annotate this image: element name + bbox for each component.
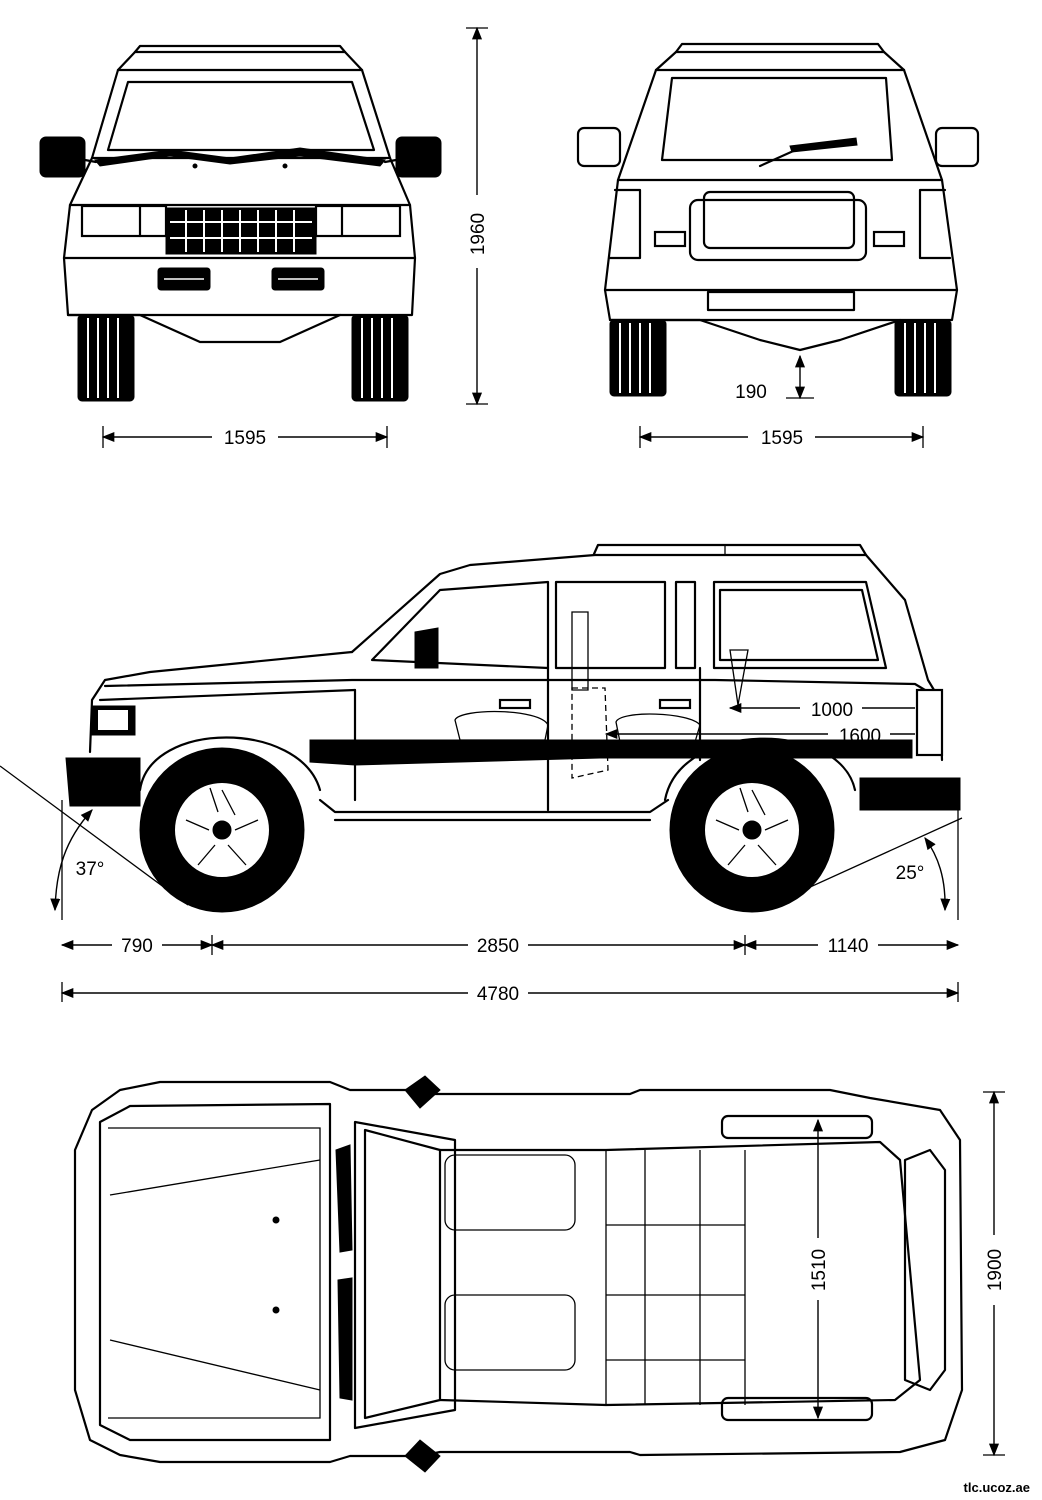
rear-overhang-label: 1140 — [828, 936, 869, 957]
rear-left-mirror-icon — [576, 126, 622, 168]
ground-clearance-label: 190 — [735, 382, 767, 403]
front-left-tire-icon — [77, 314, 135, 402]
height-label: 1960 — [468, 213, 489, 255]
front-overhang-label: 790 — [121, 936, 153, 957]
departure-angle-label: 25° — [896, 863, 925, 884]
top-right-mirror-icon — [404, 1439, 441, 1473]
side-view: 1000 1600 37° 25° 790 2850 1140 4780 — [0, 543, 963, 1005]
rear-right-mirror-icon — [934, 126, 980, 168]
approach-angle-label: 37° — [76, 859, 105, 880]
cargo-length-1-label: 1000 — [811, 700, 853, 721]
rear-right-tire-icon — [894, 319, 952, 397]
top-left-mirror-icon — [404, 1075, 441, 1109]
rear-left-tire-icon — [609, 319, 667, 397]
front-wheel-icon — [139, 747, 305, 913]
watermark: tlc.ucoz.ae — [964, 1480, 1030, 1495]
overall-length-label: 4780 — [477, 984, 519, 1005]
right-headlight-icon — [314, 204, 402, 238]
left-headlight-icon — [80, 204, 168, 238]
left-mirror-icon — [39, 136, 86, 178]
front-view: 1595 1960 — [39, 26, 489, 449]
rear-wheel-icon — [669, 747, 835, 913]
cargo-length-2-label: 1600 — [839, 726, 881, 747]
wheelbase-label: 2850 — [477, 936, 519, 957]
front-track-label: 1595 — [224, 428, 266, 449]
rear-view: 190 1595 — [576, 42, 980, 449]
top-view: 1510 1900 — [73, 1075, 1006, 1473]
rear-track-label: 1595 — [761, 428, 803, 449]
overall-width-label: 1900 — [985, 1249, 1006, 1291]
right-mirror-icon — [395, 136, 442, 178]
front-right-tire-icon — [351, 314, 409, 402]
interior-width-label: 1510 — [809, 1249, 830, 1291]
